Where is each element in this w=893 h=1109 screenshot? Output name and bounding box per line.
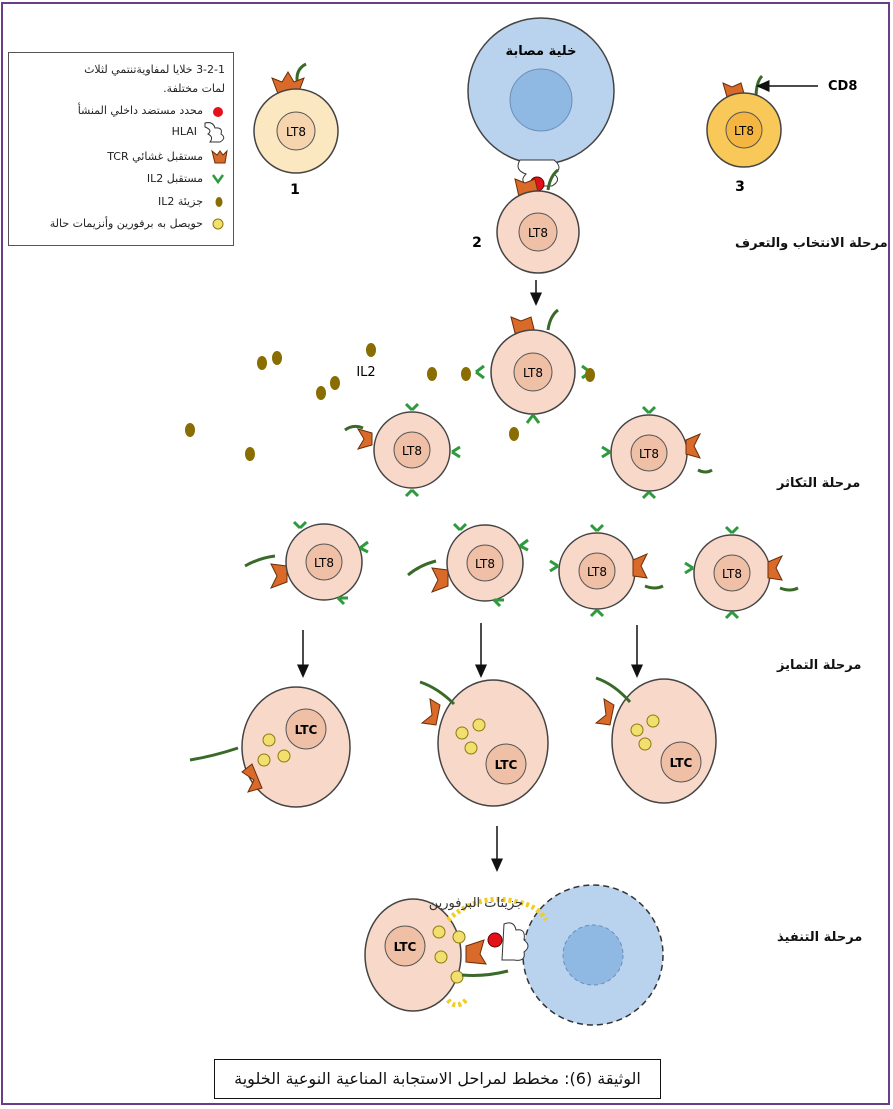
- cell1-lt8-label: LT8: [286, 125, 306, 139]
- tcr-receptor-icon: [211, 149, 228, 164]
- legend-item-hlai: HLAI: [171, 125, 197, 138]
- red-dot-icon: [213, 107, 223, 117]
- legend-item-antigen: محدد مستضد داخلي المنشأ: [77, 104, 203, 117]
- legend-item-vesicle: حويصل به برفورين وأنزيمات حالة: [49, 217, 203, 230]
- cell1-number: 1: [290, 182, 300, 198]
- activated-lt8-cell: LT8: [475, 308, 591, 424]
- legend-title-line2: لمات مختلفة.: [163, 82, 225, 95]
- cell2-number: 2: [472, 235, 482, 251]
- row-cell-4-lt8: LT8: [722, 567, 742, 581]
- cd8-label: CD8: [828, 79, 857, 94]
- lt8-row-cell-3: LT8: [549, 523, 664, 618]
- cell2-lt8-label: LT8: [528, 226, 548, 240]
- stage-label-proliferation: مرحلة التكاثر: [777, 476, 861, 491]
- proliferating-right-lt8: LT8: [639, 447, 659, 461]
- lt8-row-cell-4: LT8: [684, 525, 799, 620]
- lymphocyte-1: LT8 1: [253, 62, 339, 198]
- ltc1-label: LTC: [295, 723, 318, 737]
- il2-label: IL2: [356, 365, 375, 380]
- cell3-number: 3: [735, 179, 745, 195]
- legend-item-il2-receptor: مستقبل IL2: [146, 172, 203, 185]
- hlai-receptor-icon: [204, 122, 225, 143]
- stage-label-execution: مرحلة التنفيذ: [777, 930, 863, 945]
- proliferating-cell-left: LT8: [344, 402, 461, 498]
- lt8-row-cell-2: LT8: [407, 522, 529, 608]
- legend-item-tcr: مستقبل غشائي TCR: [107, 150, 203, 163]
- execution-scene: LTC جزيئات البرفورين: [364, 884, 664, 1026]
- perforin-vesicle-icon: [212, 218, 224, 230]
- legend-title-line1: 3-2-1 خلايا لمفاويةتنتمي لثلاث: [84, 63, 225, 76]
- row-cell-3-lt8: LT8: [587, 565, 607, 579]
- ltc-cell-3: LTC: [594, 676, 717, 804]
- lymphocyte-2: LT8 2: [472, 168, 580, 274]
- cell3-lt8-label: LT8: [734, 124, 754, 138]
- perforin-molecules-label: جزيئات البرفورين: [429, 896, 523, 911]
- ltc3-label: LTC: [670, 756, 693, 770]
- infected-cell-label: خلية مصابة: [506, 44, 577, 59]
- row-cell-2-lt8: LT8: [475, 557, 495, 571]
- execution-ltc-label: LTC: [394, 940, 417, 954]
- proliferating-cell-right: LT8: [601, 405, 713, 500]
- legend-box: 3-2-1 خلايا لمفاويةتنتمي لثلاث لمات مختل…: [8, 52, 234, 246]
- ltc2-label: LTC: [495, 758, 518, 772]
- lymphocyte-3: LT8 3 CD8: [706, 74, 857, 195]
- proliferating-left-lt8: LT8: [402, 444, 422, 458]
- il2-receptor-icon: [211, 174, 225, 185]
- il2-molecules: IL2: [185, 343, 595, 461]
- activated-lt8-label: LT8: [523, 366, 543, 380]
- figure-caption: الوثيقة (6): مخطط لمراحل الاستجابة المنا…: [214, 1059, 661, 1099]
- infected-cell: خلية مصابة: [467, 17, 615, 192]
- row-cell-1-lt8: LT8: [314, 556, 334, 570]
- stage-label-selection: مرحلة الانتخاب والتعرف: [735, 236, 888, 251]
- ltc-cell-2: LTC: [419, 679, 549, 807]
- stage-label-differentiation: مرحلة التمايز: [777, 658, 862, 673]
- lt8-row-cell-1: LT8: [244, 520, 369, 606]
- ltc-cell-1: LTC: [189, 686, 351, 808]
- il2-molecule-icon: [215, 197, 223, 207]
- legend-item-il2-molecule: جزيئة IL2: [157, 195, 203, 208]
